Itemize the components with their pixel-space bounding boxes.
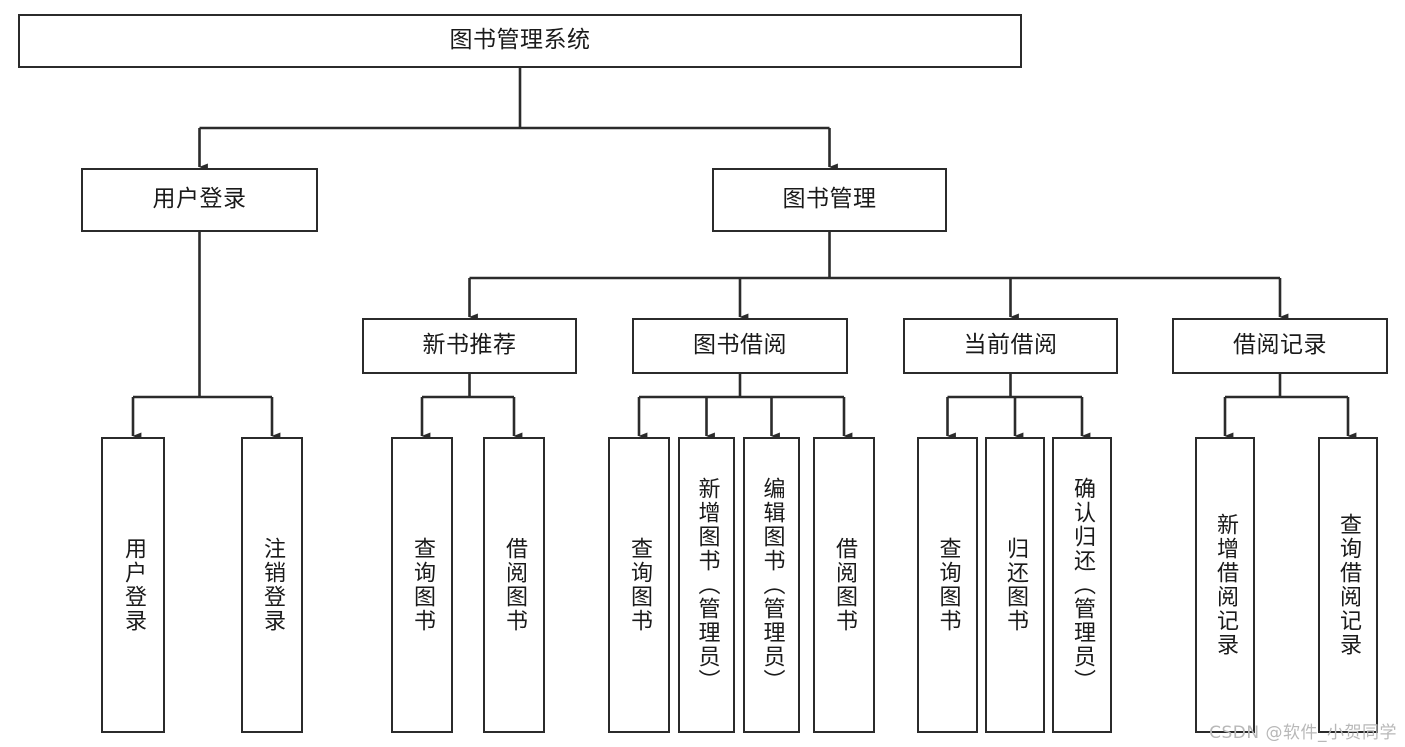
node-user-login[interactable]: 用户登录 [81,168,318,232]
node-new-book-rec[interactable]: 新书推荐 [362,318,577,374]
node-label: 借阅记录 [1233,332,1327,359]
node-current-borrow[interactable]: 当前借阅 [903,318,1118,374]
node-label: 归还图书 [1002,537,1028,633]
node-leaf-query-book-2[interactable]: 查询图书 [608,437,670,733]
node-label: 查询图书 [409,537,435,633]
node-label: 图书借阅 [693,332,787,359]
node-label: 新增图书（管理员） [694,477,720,693]
node-book-borrow[interactable]: 图书借阅 [632,318,848,374]
node-leaf-return-book[interactable]: 归还图书 [985,437,1045,733]
node-leaf-query-book-1[interactable]: 查询图书 [391,437,453,733]
node-leaf-borrow-book-2[interactable]: 借阅图书 [813,437,875,733]
node-leaf-add-record[interactable]: 新增借阅记录 [1195,437,1255,733]
node-label: 当前借阅 [963,332,1058,359]
csdn-watermark: CSDN @软件_小贺同学 [1209,723,1397,743]
node-leaf-user-logout[interactable]: 注销登录 [241,437,303,733]
node-label: 图书管理 [782,186,877,213]
node-leaf-borrow-book-1[interactable]: 借阅图书 [483,437,545,733]
node-label: 借阅图书 [831,537,857,633]
node-label: 用户登录 [120,537,146,633]
node-label: 图书管理系统 [449,27,591,54]
node-root[interactable]: 图书管理系统 [18,14,1022,68]
node-leaf-confirm-return[interactable]: 确认归还（管理员） [1052,437,1112,733]
node-borrow-record[interactable]: 借阅记录 [1172,318,1388,374]
node-label: 编辑图书（管理员） [759,477,785,693]
node-leaf-query-record[interactable]: 查询借阅记录 [1318,437,1378,733]
node-book-manage[interactable]: 图书管理 [712,168,947,232]
node-label: 确认归还（管理员） [1069,477,1095,693]
node-label: 用户登录 [152,186,247,213]
node-label: 新增借阅记录 [1212,513,1238,657]
node-label: 新书推荐 [422,332,517,359]
node-label: 注销登录 [259,537,285,633]
node-leaf-user-login[interactable]: 用户登录 [101,437,165,733]
node-leaf-add-book[interactable]: 新增图书（管理员） [678,437,735,733]
node-leaf-query-book-3[interactable]: 查询图书 [917,437,978,733]
node-leaf-edit-book[interactable]: 编辑图书（管理员） [743,437,800,733]
node-label: 查询借阅记录 [1335,513,1361,657]
node-label: 借阅图书 [501,537,527,633]
node-label: 查询图书 [935,537,961,633]
node-label: 查询图书 [626,537,652,633]
